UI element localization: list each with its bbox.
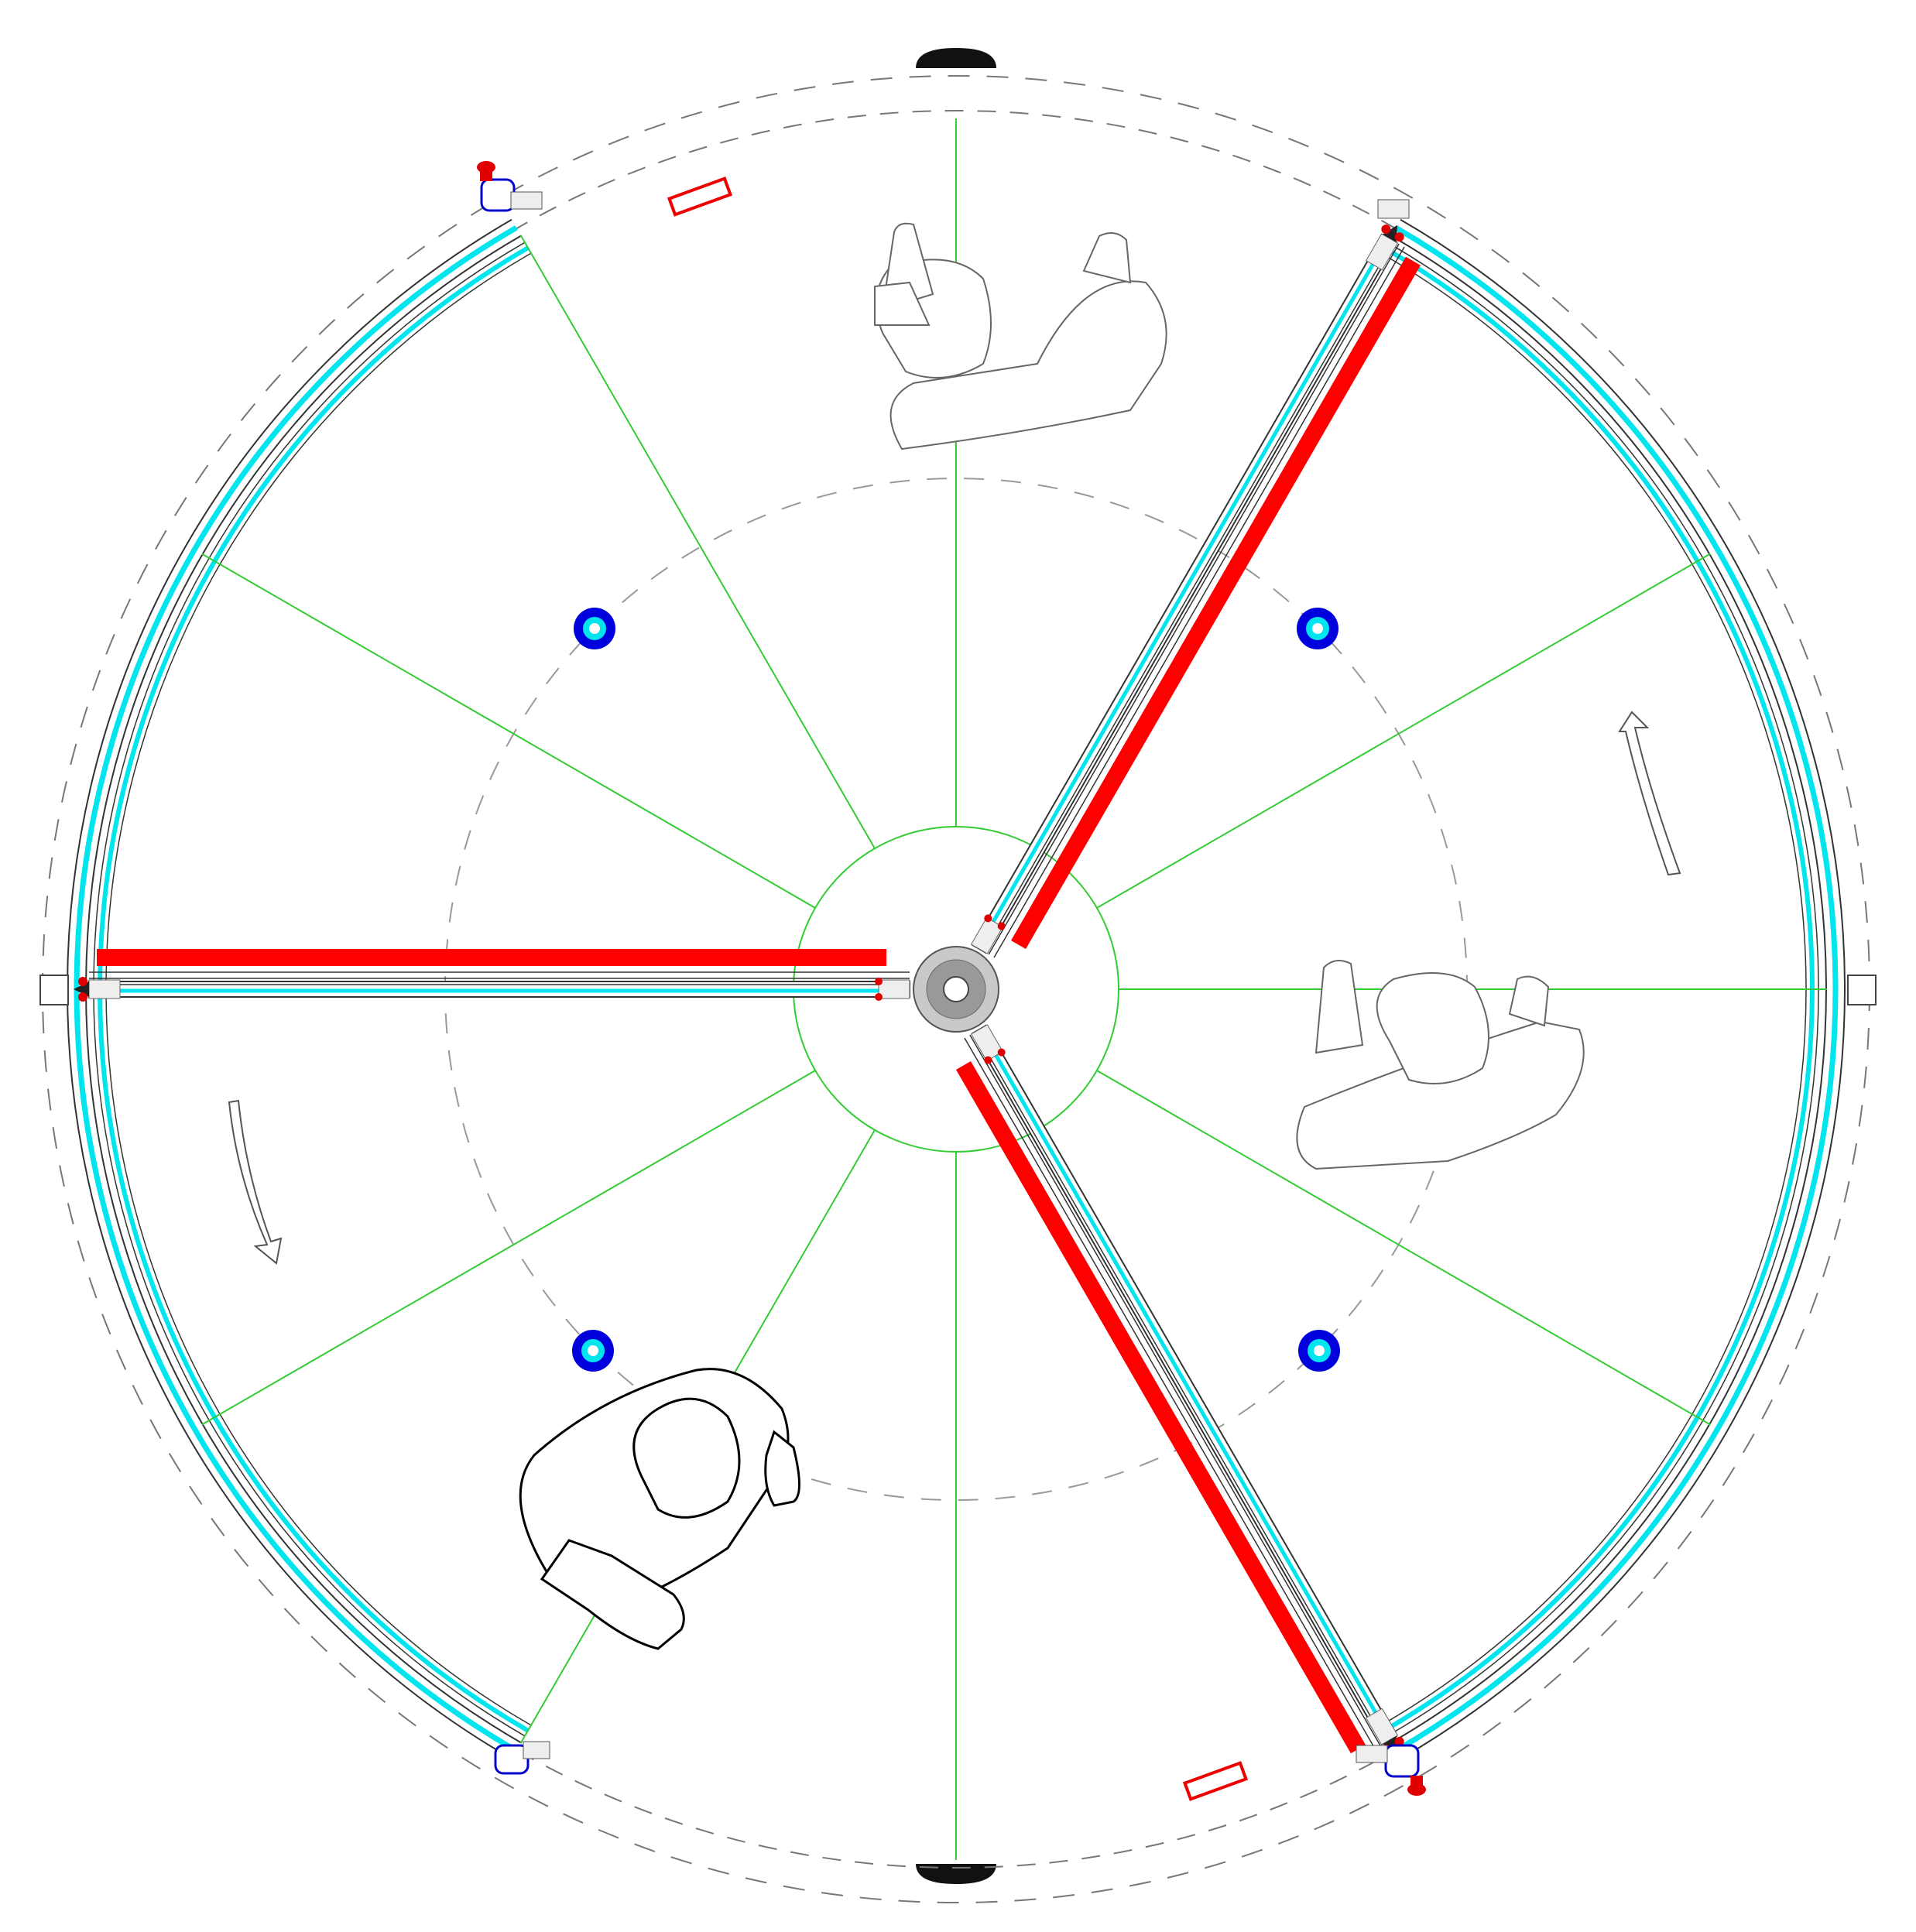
rotation-arrow-icon (228, 1099, 283, 1265)
sector-line (201, 1070, 816, 1426)
door-wings (74, 224, 1421, 1754)
canopy-cap-bottom (916, 1864, 996, 1884)
wing-seal-red (1394, 232, 1404, 242)
wing-seal-red (78, 992, 87, 1002)
rotation-arrow-icon (1618, 711, 1681, 876)
wing-seal-red (984, 914, 992, 923)
wing-seal-red (997, 1048, 1006, 1057)
wing-line (988, 243, 1400, 955)
wing-glass (979, 1027, 1393, 1741)
wing-seal-red (875, 978, 883, 985)
wing-glass (976, 236, 1390, 950)
floor-marker-icon (1297, 608, 1338, 649)
center-hub-icon (913, 946, 999, 1033)
emergency-button-icon (1407, 1776, 1426, 1796)
door-wing (955, 1024, 1404, 1754)
wing-fitting (878, 979, 910, 999)
curved-wall-glass (1394, 225, 1839, 1753)
door-wing (970, 224, 1421, 958)
wing-seal (1383, 224, 1397, 243)
frame-post-icon (39, 975, 69, 1005)
wing-line (982, 240, 1394, 952)
drive-motor-icon (1356, 1744, 1420, 1778)
wing-seal-red (875, 993, 883, 1001)
wing-panel (955, 1060, 1366, 1754)
wing-seal-red (78, 977, 87, 986)
wing-panel (97, 949, 886, 966)
drive-motor-icon (480, 178, 543, 212)
wing-seal-red (984, 1056, 992, 1064)
person-icon (874, 222, 1167, 450)
wing-seal-red (1381, 224, 1391, 235)
frame-post-icon (1847, 975, 1877, 1005)
drive-motor-icon (1377, 199, 1410, 219)
sector-line (1096, 553, 1711, 909)
canopy-cap-top (916, 48, 996, 68)
curved-wall-outer-line (1400, 218, 1846, 1760)
wing-line (975, 1031, 1386, 1743)
wing-line (964, 1037, 1376, 1749)
sector-line (201, 553, 816, 909)
wing-seal-red (1394, 1736, 1404, 1746)
drive-motor-icon (494, 1741, 550, 1775)
person-icon (1296, 960, 1585, 1170)
wing-panel (1010, 256, 1421, 950)
sector-line (519, 235, 876, 849)
sector-line (1096, 1070, 1711, 1426)
floor-marker-icon (574, 608, 615, 649)
wing-line (993, 246, 1405, 958)
sensor-icon (667, 176, 733, 217)
person-icon (519, 1368, 800, 1650)
door-wing (74, 949, 910, 1002)
floor-marker-icon (1298, 1330, 1340, 1372)
wing-line (969, 1034, 1381, 1746)
wing-fitting (970, 1024, 1004, 1062)
wing-fitting (970, 916, 1004, 954)
sensor-icon (1182, 1761, 1249, 1801)
wing-seal-red (997, 922, 1006, 930)
floor-marker-icon (572, 1330, 614, 1372)
wing-fitting (88, 979, 121, 999)
emergency-button-icon (477, 161, 495, 181)
